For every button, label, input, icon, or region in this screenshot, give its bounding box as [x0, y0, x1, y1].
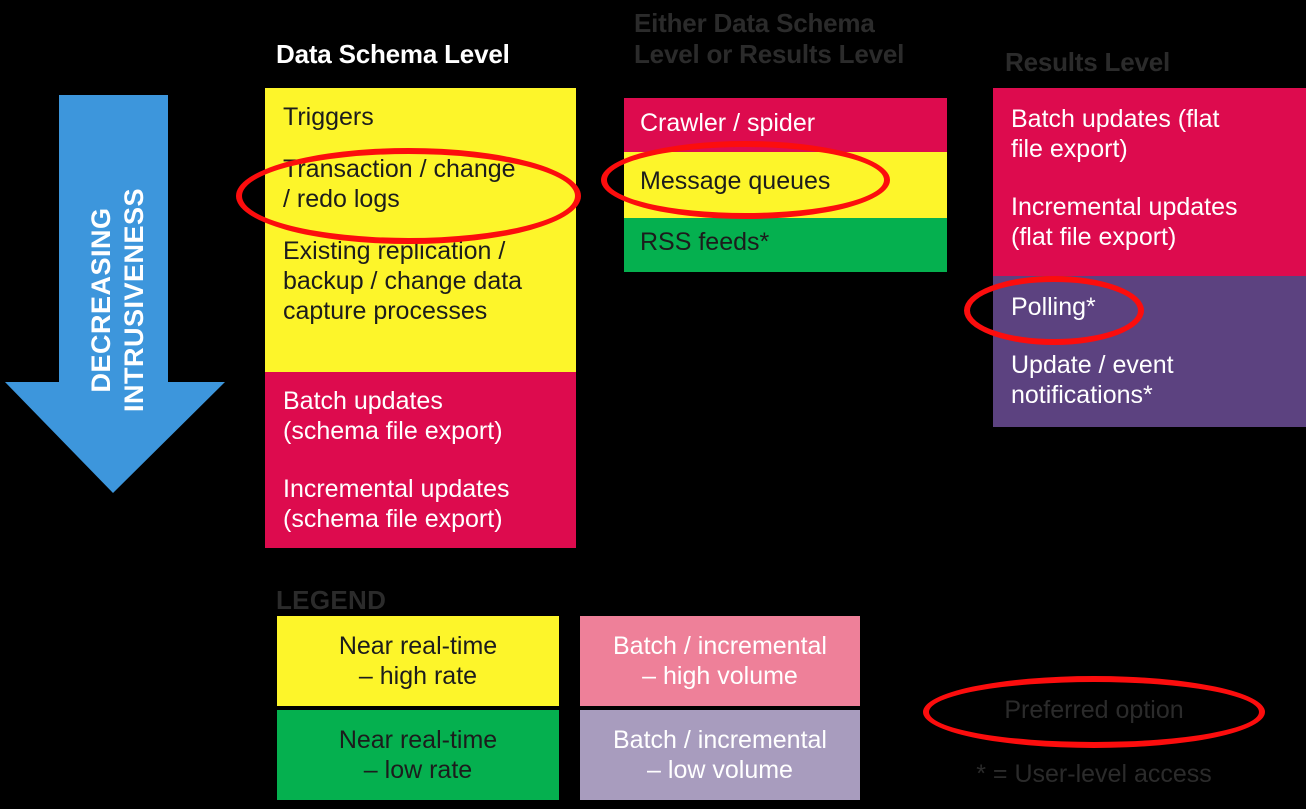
legend-item-near-realtime-low-rate: Near real-time – low rate	[277, 710, 559, 800]
highlight-ellipse-preferred-option	[923, 676, 1265, 748]
block-data-schema-batch: Batch updates (schema file export) Incre…	[265, 372, 576, 548]
legend-item-near-realtime-high-rate: Near real-time – high rate	[277, 616, 559, 706]
item-batch-updates-flat-file: Batch updates (flat file export)	[1011, 105, 1220, 163]
legend-item-batch-high-volume: Batch / incremental – high volume	[580, 616, 860, 706]
column-heading-either-level: Either Data Schema Level or Results Leve…	[634, 8, 905, 69]
highlight-ellipse-message-queues	[601, 141, 890, 219]
item-existing-replication-backup: Existing replication / backup / change d…	[283, 237, 523, 325]
highlight-ellipse-transaction-logs	[236, 148, 581, 244]
decreasing-intrusiveness-arrow: DECREASING INTRUSIVENESS	[0, 95, 236, 505]
column-heading-results-level: Results Level	[1005, 47, 1171, 77]
column-heading-data-schema-level: Data Schema Level	[276, 39, 510, 69]
block-either-rss-feeds: RSS feeds*	[624, 218, 947, 272]
block-results-batch: Batch updates (flat file export) Increme…	[993, 88, 1306, 276]
item-incremental-updates-schema: Incremental updates (schema file export)	[283, 475, 510, 533]
annotation-user-level-access: * = User-level access	[976, 760, 1212, 788]
item-rss-feeds: RSS feeds*	[640, 228, 770, 256]
highlight-ellipse-polling	[964, 276, 1144, 345]
annotation-preferred-option: Preferred option	[1004, 696, 1184, 724]
arrow-polygon	[5, 95, 225, 493]
item-triggers: Triggers	[283, 103, 374, 131]
legend-title: LEGEND	[276, 585, 387, 615]
item-crawler-spider: Crawler / spider	[640, 109, 816, 137]
arrow-shape	[5, 95, 225, 493]
item-update-event-notifications: Update / event notifications*	[1011, 351, 1174, 409]
item-incremental-updates-flat-file: Incremental updates (flat file export)	[1011, 193, 1238, 251]
item-batch-updates-schema: Batch updates (schema file export)	[283, 387, 503, 445]
legend-item-batch-low-volume: Batch / incremental – low volume	[580, 710, 860, 800]
